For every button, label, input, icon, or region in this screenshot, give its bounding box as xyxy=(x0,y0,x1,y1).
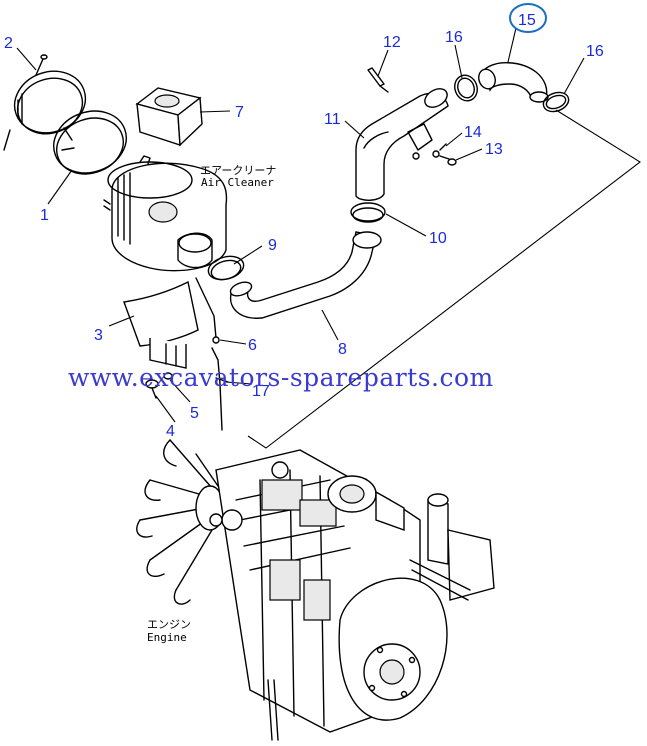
part-3-cover-plate xyxy=(123,280,199,369)
callout-13: 13 xyxy=(485,141,503,158)
engine-connector-line xyxy=(247,109,641,449)
engine-flywheel xyxy=(338,577,448,721)
callout-6: 6 xyxy=(248,337,257,354)
callout-10: 10 xyxy=(429,230,447,247)
callout-4: 4 xyxy=(166,423,175,440)
part-13-14-bolts xyxy=(439,143,457,166)
callout-15-highlight-ring xyxy=(509,3,547,33)
part-15-rubber-elbow xyxy=(478,62,549,103)
air-cleaner-label-jp: エアークリーナ xyxy=(200,164,276,177)
part-10-clamp xyxy=(350,202,386,223)
part-6-17-fittings xyxy=(195,277,229,431)
callout-7: 7 xyxy=(235,104,244,121)
part-1-clamp-bands xyxy=(3,70,127,175)
part-4-5-bolt-washer xyxy=(145,372,173,399)
callout-14: 14 xyxy=(464,124,482,141)
callout-numbers: 2 1 7 3 4 5 6 17 9 8 10 11 12 14 13 15 1… xyxy=(4,12,604,440)
part-16-clamp-right xyxy=(542,91,570,113)
callout-16-left: 16 xyxy=(445,29,463,46)
callout-3: 3 xyxy=(94,327,103,344)
part-2-bolt xyxy=(35,54,48,76)
engine xyxy=(136,439,495,741)
part-12-bracket xyxy=(367,67,389,93)
callout-11: 11 xyxy=(324,111,341,128)
part-9-clamp xyxy=(207,255,245,281)
callout-leaders xyxy=(16,27,585,423)
callout-16-right: 16 xyxy=(586,43,604,60)
callout-8: 8 xyxy=(338,341,347,358)
engine-turbo xyxy=(327,475,405,531)
air-cleaner-label-en: Air Cleaner xyxy=(201,176,274,189)
engine-label-jp: エンジン xyxy=(147,618,191,631)
callout-2: 2 xyxy=(4,35,13,52)
callout-12: 12 xyxy=(383,34,401,51)
part-7-rubber-block xyxy=(135,87,203,147)
engine-exhaust-pipe xyxy=(427,493,495,601)
part-16-clamp-left xyxy=(454,74,478,102)
callout-17: 17 xyxy=(252,383,270,400)
air-cleaner xyxy=(103,155,228,272)
callout-1: 1 xyxy=(40,207,49,224)
engine-label-en: Engine xyxy=(147,631,187,644)
watermark-text: www.excavators-spareparts.com xyxy=(68,363,494,392)
part-11-elbow-pipe xyxy=(355,88,449,201)
callout-9: 9 xyxy=(268,237,277,254)
callout-5: 5 xyxy=(190,405,199,422)
callout-15: 15 xyxy=(518,12,536,29)
part-8-lower-hose xyxy=(229,231,382,319)
